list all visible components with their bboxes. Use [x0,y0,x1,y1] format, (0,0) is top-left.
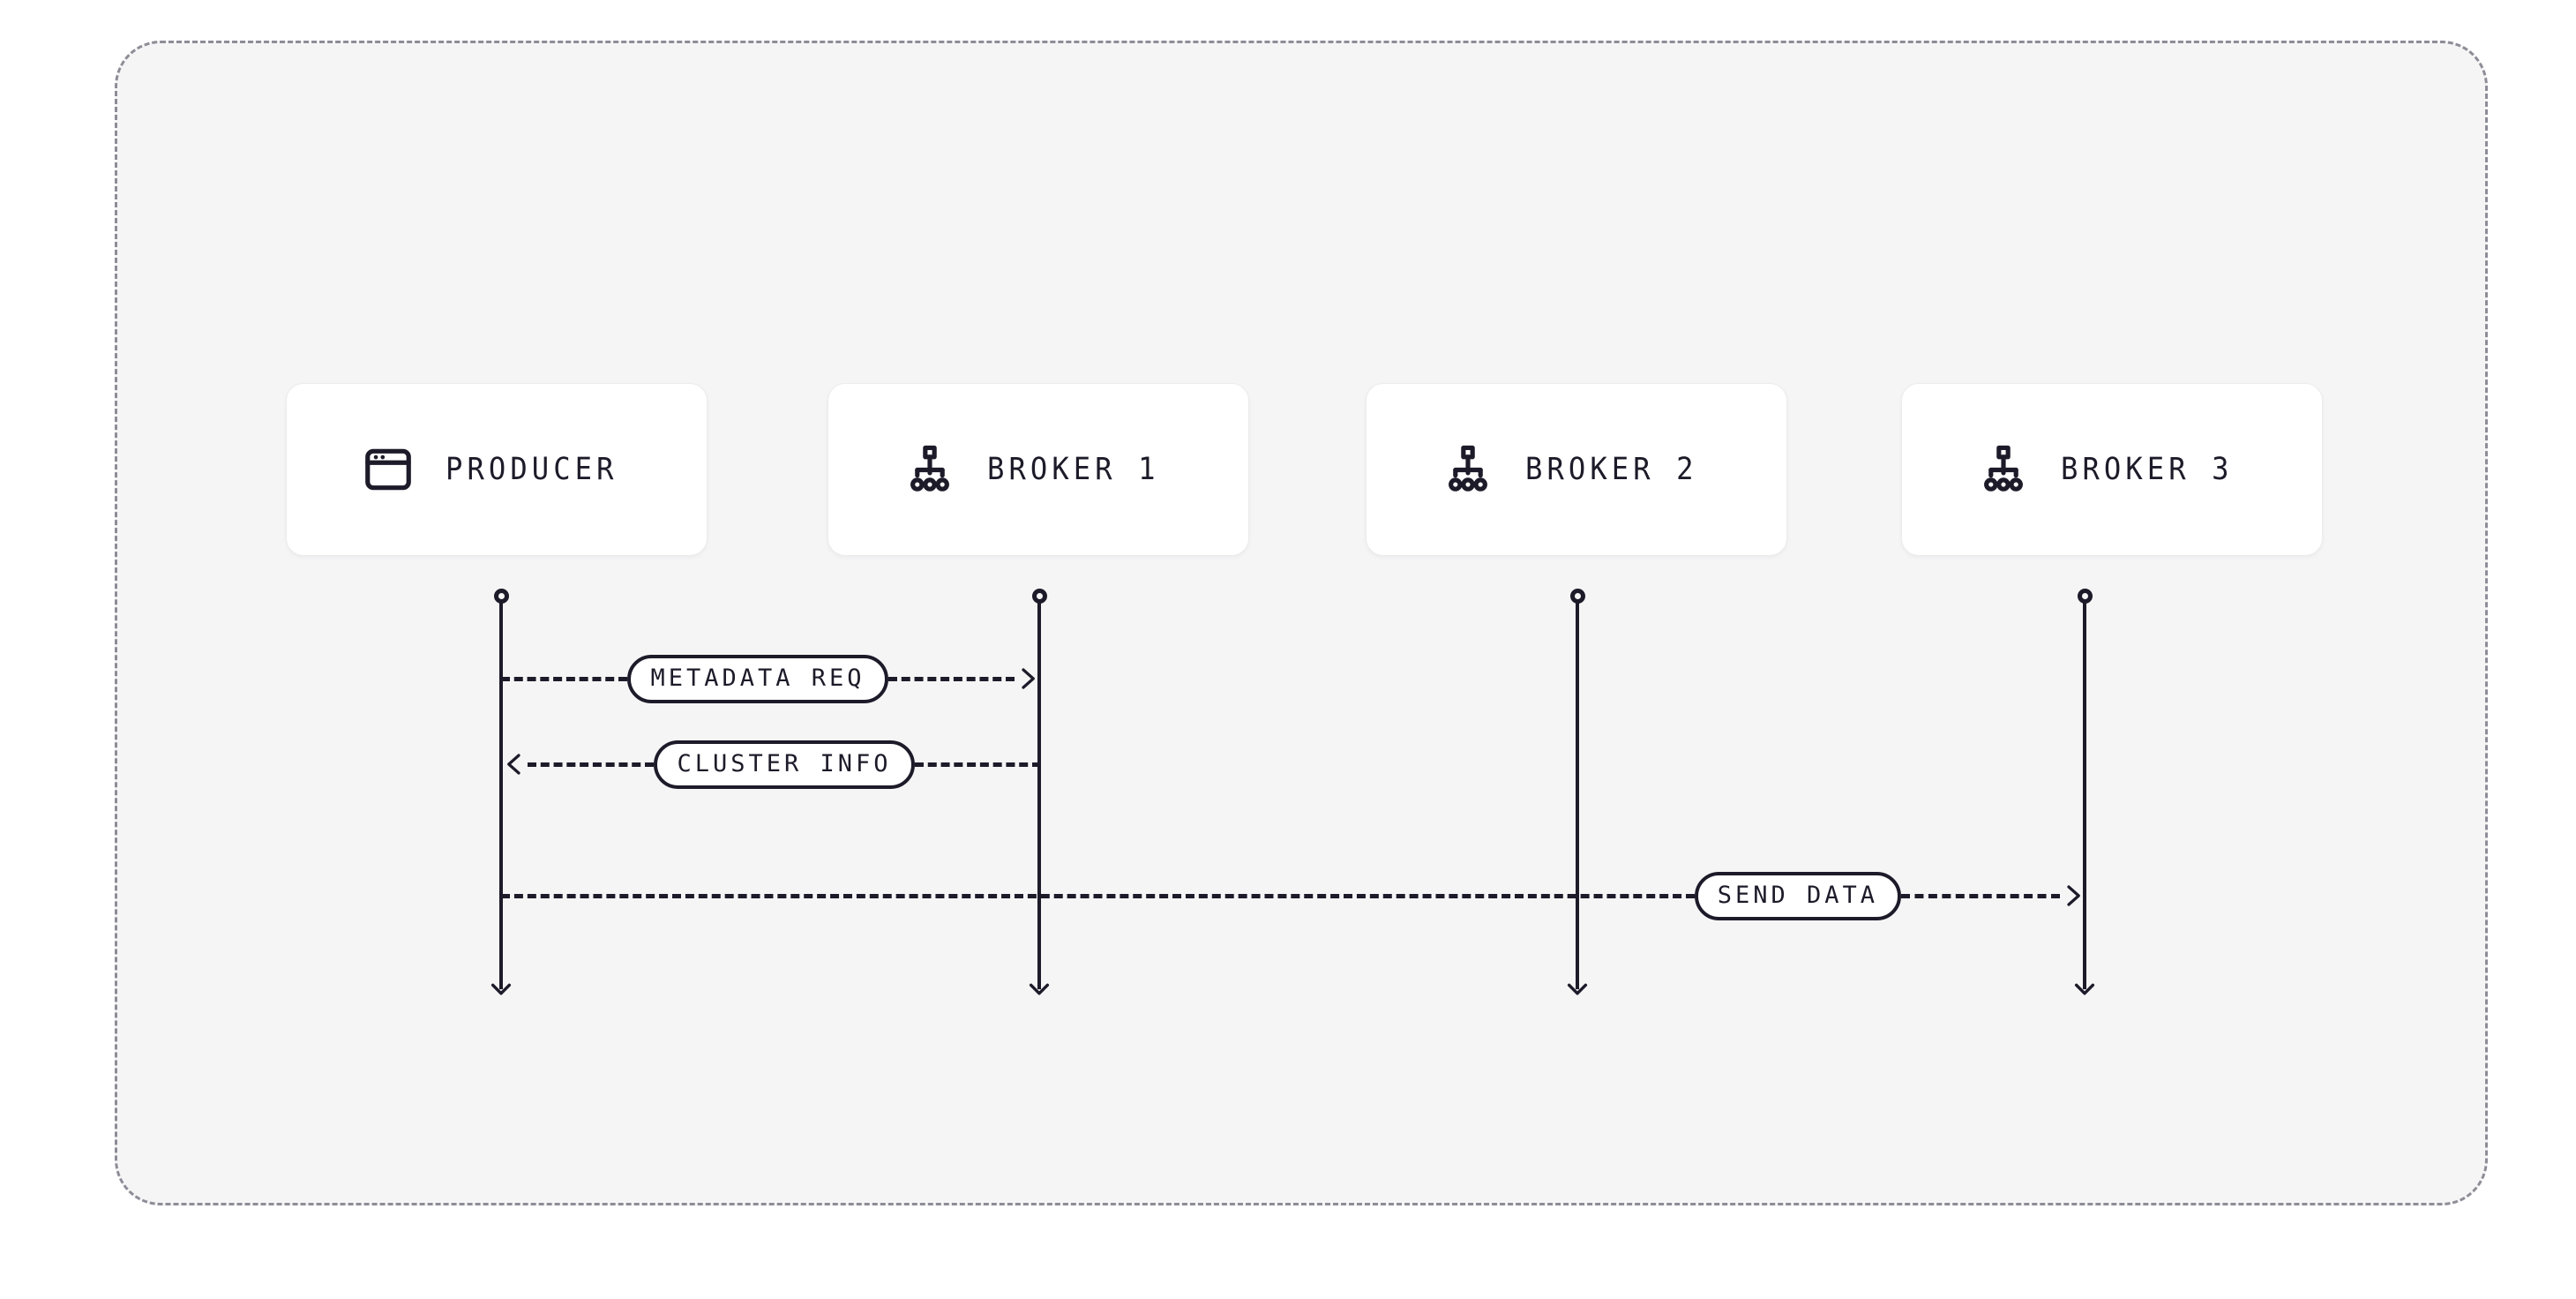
participant-card-broker-3[interactable]: BROKER 3 [1901,383,2323,556]
message-label: METADATA REQ [627,654,888,703]
arrow-right-icon [1015,661,1041,696]
message-label: SEND DATA [1694,871,1901,920]
lifeline-line [499,601,503,989]
arrow-left-icon [501,747,528,782]
network-tree-icon [1441,442,1495,497]
app-window-icon [361,442,416,497]
message-label: CLUSTER INFO [654,740,915,789]
message-line [1901,893,2060,898]
message-line [528,762,655,767]
lifeline-end-arrow-icon [2071,970,2099,998]
lifeline-end-arrow-icon [487,970,515,998]
participant-label: BROKER 1 [986,452,1160,487]
arrow-right-icon [2060,878,2086,913]
lifeline-line [1576,601,1579,989]
lifeline-broker-3 [2067,589,2102,1012]
message-cluster-info[interactable]: CLUSTER INFO [501,738,1042,791]
network-tree-icon [1976,442,2031,497]
message-line [914,762,1042,767]
lifeline-broker-2 [1560,589,1595,1012]
lifeline-line [1037,601,1041,989]
diagram-panel: PRODUCER BROKER 1 [115,41,2488,1205]
lifeline-end-arrow-icon [1563,970,1591,998]
participant-card-broker-1[interactable]: BROKER 1 [827,383,1249,556]
participant-label: PRODUCER [445,452,618,487]
network-tree-icon [902,442,957,497]
lifeline-broker-1 [1022,589,1057,1012]
participant-label: BROKER 3 [2060,452,2234,487]
participant-card-broker-2[interactable]: BROKER 2 [1366,383,1787,556]
message-line [501,676,628,681]
participant-card-producer[interactable]: PRODUCER [286,383,708,556]
lifeline-producer [483,589,519,1012]
message-metadata-req[interactable]: METADATA REQ [501,652,1041,705]
lifeline-line [2083,601,2086,989]
message-line [501,893,1695,898]
message-send-data[interactable]: SEND DATA [501,869,2086,922]
participant-label: BROKER 2 [1524,452,1698,487]
message-line [887,676,1015,681]
lifeline-end-arrow-icon [1025,970,1053,998]
